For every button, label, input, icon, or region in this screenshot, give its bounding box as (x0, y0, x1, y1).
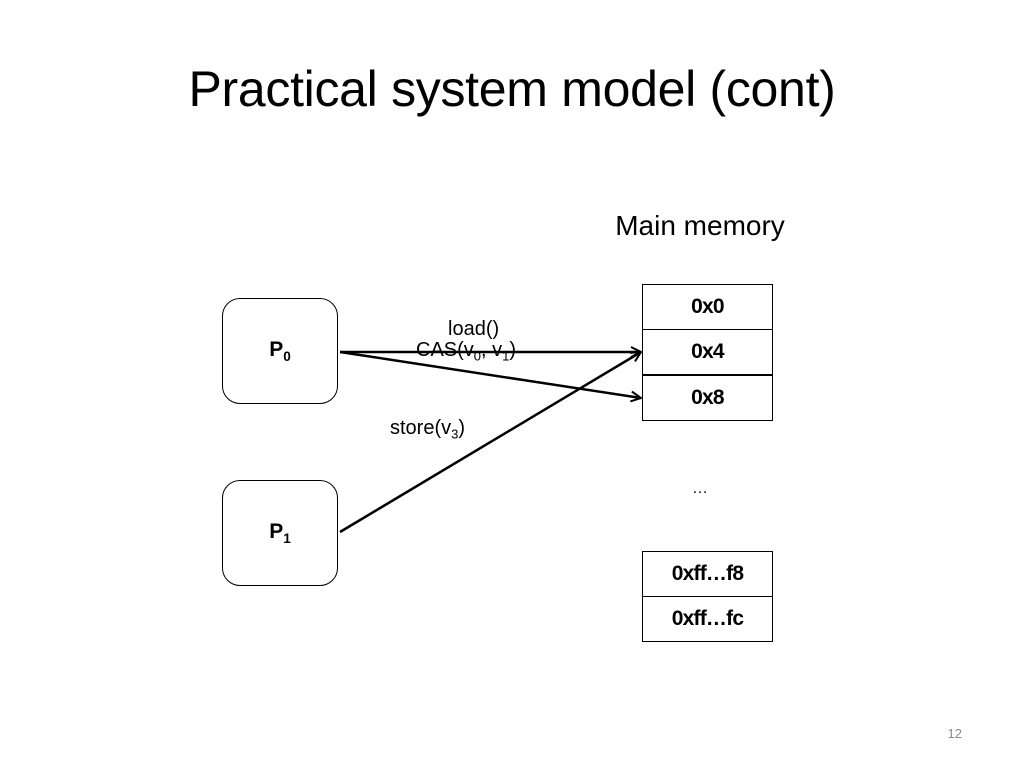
processor-p0-label: P0 (269, 338, 291, 364)
page-number: 12 (947, 726, 962, 741)
slide-title: Practical system model (cont) (188, 61, 836, 117)
memory-cell-0x0: 0x0 (642, 284, 773, 330)
store-arrow (339, 352, 641, 534)
processor-p0: P0 (222, 298, 338, 404)
cas-arrow (339, 350, 641, 398)
memory-ellipsis: … (692, 480, 708, 497)
cas-label: CAS(v0, v1) (416, 339, 517, 364)
memory-cell-0xff-fc: 0xff…fc (642, 596, 773, 642)
load-label: load() (448, 318, 500, 340)
store-label: store(v3) (390, 417, 466, 442)
memory-cell-0x8: 0x8 (642, 375, 773, 421)
processor-p1: P1 (222, 480, 338, 586)
processor-p1-label: P1 (269, 520, 291, 546)
main-memory-caption: Main memory (615, 210, 785, 241)
memory-cell-0x4: 0x4 (642, 329, 773, 375)
memory-cell-0xff-f8: 0xff…f8 (642, 551, 773, 597)
